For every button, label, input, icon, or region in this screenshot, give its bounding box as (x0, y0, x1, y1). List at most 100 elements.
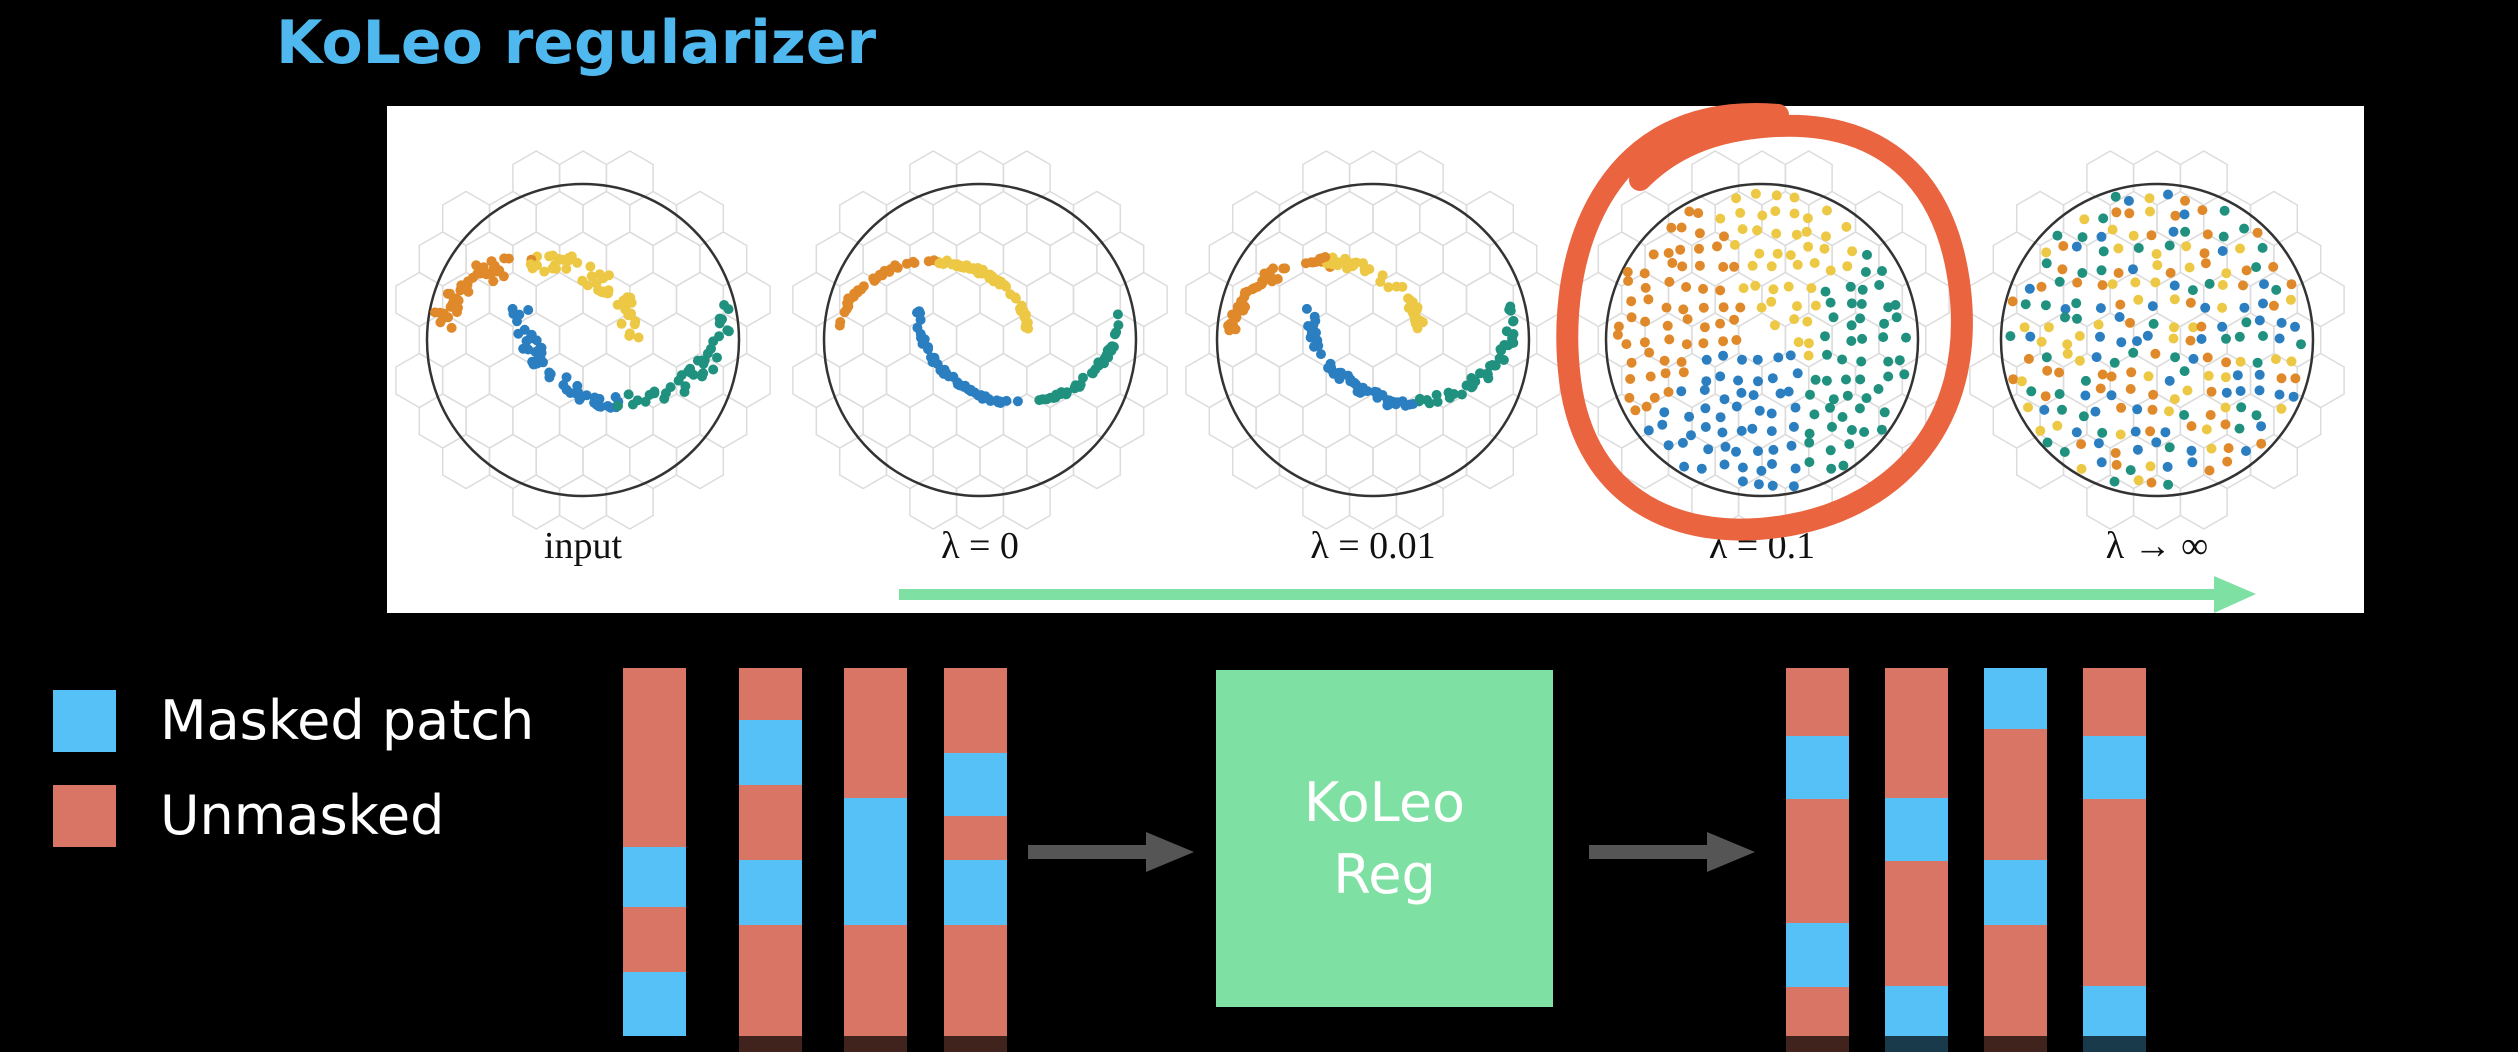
point (1752, 225, 1763, 236)
point (1351, 379, 1362, 390)
point (1699, 322, 1710, 333)
point (1306, 327, 1317, 338)
point (539, 266, 550, 277)
point (2252, 357, 2263, 368)
point (1694, 260, 1705, 271)
point (1316, 253, 1327, 264)
point (2095, 383, 2106, 394)
legend-unmasked-label: Unmasked (160, 784, 445, 847)
point (1508, 337, 1519, 348)
point (2219, 205, 2230, 216)
point (2221, 387, 2232, 398)
point (2133, 294, 2144, 305)
point (2169, 394, 2180, 405)
point (909, 258, 920, 268)
point (1803, 241, 1814, 252)
point (1508, 315, 1519, 326)
point (547, 263, 558, 274)
point (1747, 423, 1758, 434)
point (1883, 371, 1894, 382)
point (1663, 387, 1674, 397)
point (2036, 336, 2047, 347)
point (1382, 400, 1393, 411)
point (2222, 456, 2233, 467)
point (2285, 294, 2296, 305)
point (1737, 462, 1748, 473)
point (513, 328, 524, 339)
point (1108, 341, 1119, 352)
point (1802, 213, 1813, 224)
point (446, 322, 457, 333)
point (2223, 443, 2234, 454)
point (1456, 389, 1467, 400)
point (2132, 444, 2143, 455)
point (1901, 332, 1911, 343)
point (928, 354, 939, 365)
point (1086, 368, 1097, 378)
lambda-progress-arrow (899, 589, 2219, 600)
hex-grid (1185, 150, 1561, 530)
panel-label: λ = 0.01 (1310, 525, 1435, 567)
point (1034, 395, 1045, 406)
masked-patch (944, 860, 1007, 926)
point (1111, 327, 1122, 338)
point (1773, 352, 1784, 363)
point (2164, 375, 2175, 386)
point (1227, 319, 1238, 330)
point (2200, 258, 2211, 269)
point (1789, 192, 1800, 203)
point (2115, 299, 2126, 310)
point (2185, 297, 2196, 308)
point (2062, 339, 2073, 350)
point (1677, 437, 1688, 448)
point (2125, 384, 2136, 394)
point (1625, 374, 1636, 384)
point (1404, 399, 1415, 410)
point (2098, 246, 2109, 257)
point (1663, 440, 1674, 451)
point (1644, 347, 1655, 358)
point (2147, 404, 2158, 415)
unmasked-patch (944, 816, 1007, 861)
point (1736, 425, 1747, 436)
scatter-points (1223, 252, 1519, 411)
point (1236, 296, 1247, 307)
point (2150, 348, 2161, 359)
point (2164, 240, 2175, 251)
point (1016, 303, 1027, 314)
point (2217, 302, 2228, 313)
point (1737, 224, 1748, 235)
point (702, 348, 713, 359)
point (1499, 340, 1510, 350)
point (1327, 259, 1338, 270)
point (1845, 281, 1856, 292)
point (2133, 475, 2144, 486)
point (604, 270, 614, 281)
unit-circle (1215, 182, 1531, 498)
point (2115, 429, 2126, 440)
point (2145, 461, 2156, 472)
point (2076, 439, 2087, 450)
point (2185, 335, 2196, 346)
point (2007, 296, 2018, 307)
legend-masked-label: Masked patch (160, 689, 535, 752)
point (723, 304, 734, 315)
point (1822, 349, 1832, 360)
point (1626, 296, 1637, 307)
point (1804, 428, 1815, 439)
point (2110, 448, 2121, 458)
point (544, 251, 555, 262)
point (2286, 356, 2297, 367)
point (2124, 208, 2135, 219)
unmasked-patch (1885, 861, 1948, 986)
point (545, 369, 556, 379)
koleo-reg-block: KoLeo Reg (1216, 670, 1553, 1007)
point (2150, 277, 2161, 288)
point (2116, 337, 2127, 348)
point (2169, 280, 2180, 291)
point (626, 308, 636, 319)
point (2276, 317, 2287, 328)
point (2220, 419, 2231, 430)
point (1750, 188, 1761, 199)
point (665, 382, 676, 393)
